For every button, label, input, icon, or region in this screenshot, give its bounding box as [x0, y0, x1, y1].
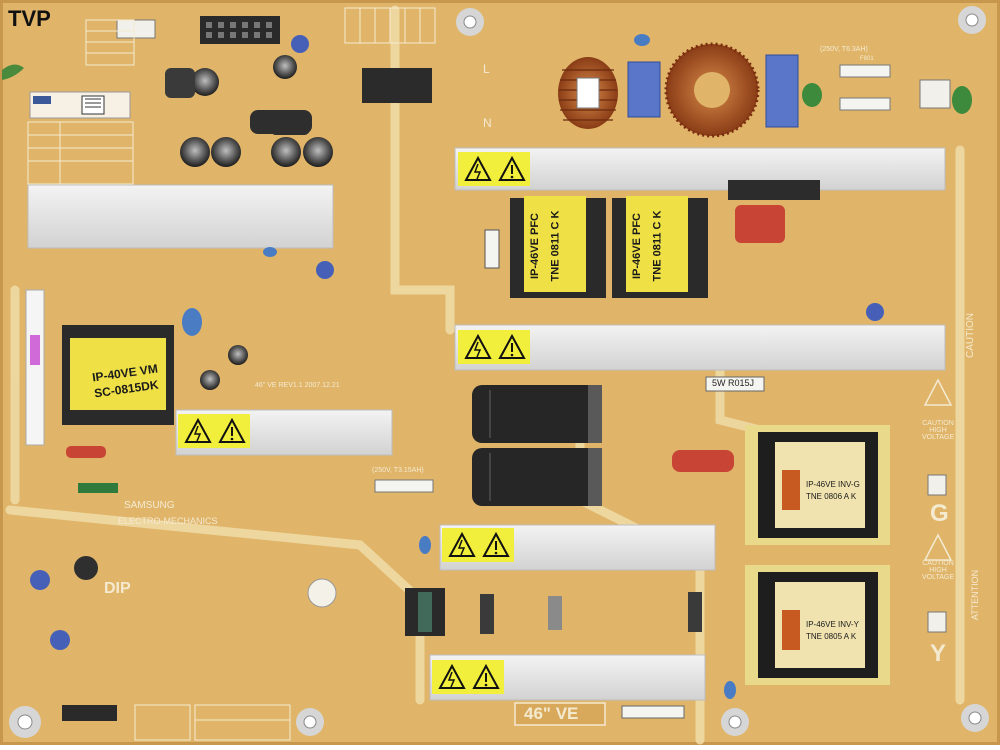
revision-silk: 46" VE REV1.1 2007.12.21: [255, 382, 340, 389]
caution-high-voltage-1: CAUTION HIGH VOLTAGE: [921, 420, 955, 441]
transformer-pfc2-line2: TNE 0811 C K: [651, 210, 664, 282]
dip-silk: DIP: [104, 580, 131, 597]
fuse-label: F801: [860, 56, 874, 62]
transformer-inv-y-line1: IP-46VE INV-Y: [806, 620, 859, 629]
top-connectors: [62, 16, 951, 721]
x-capacitors: [66, 54, 799, 472]
heatsinks: [27, 147, 946, 701]
letter-l-silk: L: [483, 62, 490, 76]
mounting-holes: [9, 6, 989, 738]
small-components: [78, 34, 972, 726]
transformer-inv-g-line2: TNE 0806 A K: [806, 492, 857, 501]
transformer-pfc1-line1: IP-46VE PFC: [529, 212, 542, 280]
caution-silk: CAUTION: [965, 313, 976, 358]
letter-y-silk: Y: [930, 640, 947, 667]
electrolytic-capacitors: [30, 35, 884, 650]
resistor-tag: 5W R015J: [712, 378, 755, 388]
board-model-silk: 46" VE: [524, 704, 579, 723]
transformer-pfc1-line2: TNE 0811 C K: [549, 210, 562, 282]
electro-mechanics-silk: ELECTRO-MECHANICS: [118, 516, 218, 526]
samsung-silk: SAMSUNG: [124, 500, 175, 511]
transformer-inv-g-line1: IP-46VE INV-G: [806, 480, 860, 489]
fuse-rating-2: (250V, T3.15AH): [372, 467, 424, 474]
transformers: [62, 196, 890, 685]
high-voltage-warning-labels: [178, 152, 953, 694]
caution-high-voltage-2: CAUTION HIGH VOLTAGE: [921, 560, 955, 581]
fuse-rating-1: (250V, T6.3AH): [820, 46, 868, 53]
letter-g-silk: G: [930, 500, 949, 527]
transformer-pfc2-line1: IP-46VE PFC: [631, 212, 644, 280]
corner-tag: TVP: [8, 6, 51, 31]
silkscreen-tables: [27, 7, 436, 741]
bulk-capacitors: [472, 385, 602, 506]
transformer-inv-y-line2: TNE 0805 A K: [806, 632, 857, 641]
fuses: [374, 64, 891, 493]
letter-n-silk: N: [483, 116, 492, 130]
attention-silk: ATTENTION: [970, 569, 981, 621]
